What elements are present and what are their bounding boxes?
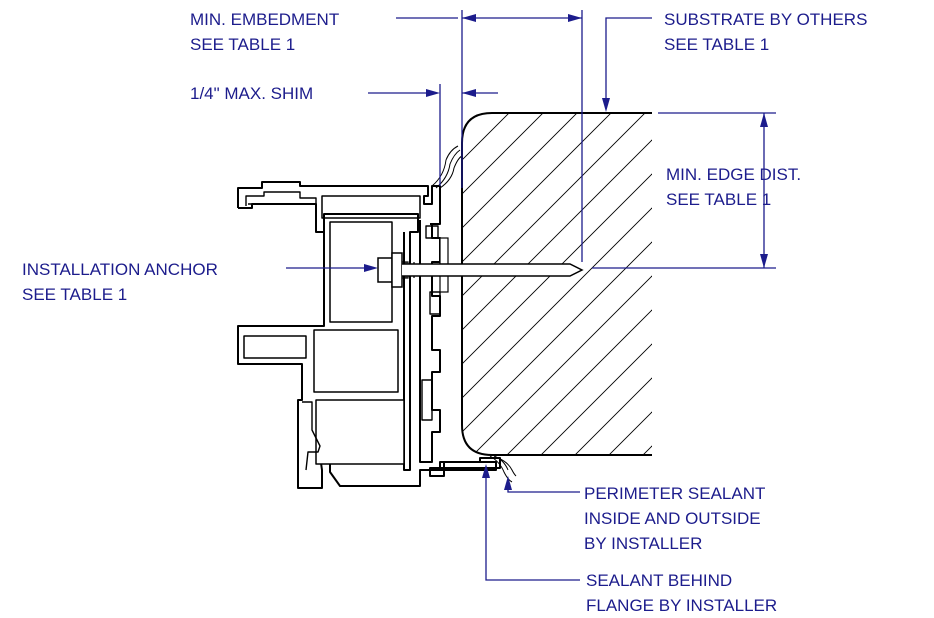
- anchor-head: [391, 252, 403, 288]
- sealant-bead-bottom: [489, 455, 513, 483]
- hatch-line: [462, 113, 652, 455]
- label-shim: 1/4" MAX. SHIM: [190, 84, 313, 103]
- frame-chamber-3: [315, 399, 405, 465]
- anchor-shank: [402, 263, 584, 277]
- frame-clip-lower: [421, 379, 433, 421]
- label-perimeter-sealant: PERIMETER SEALANT INSIDE AND OUTSIDE BY …: [584, 484, 770, 553]
- label-substrate: SUBSTRATE BY OTHERS SEE TABLE 1: [664, 10, 872, 54]
- sealant-beads: [431, 145, 517, 483]
- frame-upper-chamber: [321, 195, 421, 219]
- frame-inner-wall: [323, 213, 419, 471]
- frame-left-foot: [302, 401, 321, 471]
- hatch-line: [462, 113, 652, 455]
- frame-clip-upper: [425, 225, 439, 239]
- hatch-line: [462, 113, 652, 455]
- hatch-line: [597, 113, 652, 455]
- label-min-edge-dist: MIN. EDGE DIST. SEE TABLE 1: [666, 165, 806, 209]
- substrate-block: [461, 100, 934, 500]
- hatch-line: [462, 113, 652, 455]
- hatch-line: [462, 113, 591, 455]
- hatch-line: [462, 113, 652, 455]
- hatch-line: [666, 100, 934, 500]
- window-frame-profile: [237, 181, 501, 489]
- frame-side-slot: [243, 335, 307, 359]
- hatch-line: [462, 113, 557, 455]
- hatch-line: [462, 113, 652, 455]
- substrate-hatching: [462, 100, 934, 500]
- hatch-line: [495, 113, 652, 455]
- label-sealant-behind-flange: SEALANT BEHIND FLANGE BY INSTALLER: [586, 571, 777, 615]
- frame-right-leg: [419, 220, 441, 463]
- hatch-line: [631, 113, 652, 455]
- sealant-bead-top: [431, 145, 459, 187]
- hatch-line: [529, 113, 652, 455]
- label-min-embedment: MIN. EMBEDMENT SEE TABLE 1: [190, 10, 344, 54]
- anchor-washer: [377, 257, 393, 283]
- frame-clip-mid: [429, 291, 441, 315]
- hatch-line: [700, 100, 934, 500]
- frame-top-lip: [237, 181, 441, 225]
- substrate-outline: [461, 112, 652, 456]
- hatch-line: [563, 113, 652, 455]
- frame-outer-contour: [237, 203, 497, 489]
- hatch-line: [462, 113, 625, 455]
- frame-top-lip-inner: [245, 191, 317, 206]
- frame-bottom-flange: [429, 457, 501, 477]
- annotation-labels: MIN. EMBEDMENT SEE TABLE 1 SUBSTRATE BY …: [22, 10, 872, 615]
- installation-anchor: [377, 252, 584, 288]
- callout-lines: [286, 10, 776, 581]
- hatch-line: [462, 113, 489, 455]
- label-installation-anchor: INSTALLATION ANCHOR SEE TABLE 1: [22, 260, 223, 304]
- frame-chamber-2: [313, 329, 399, 393]
- hatch-line: [462, 113, 652, 455]
